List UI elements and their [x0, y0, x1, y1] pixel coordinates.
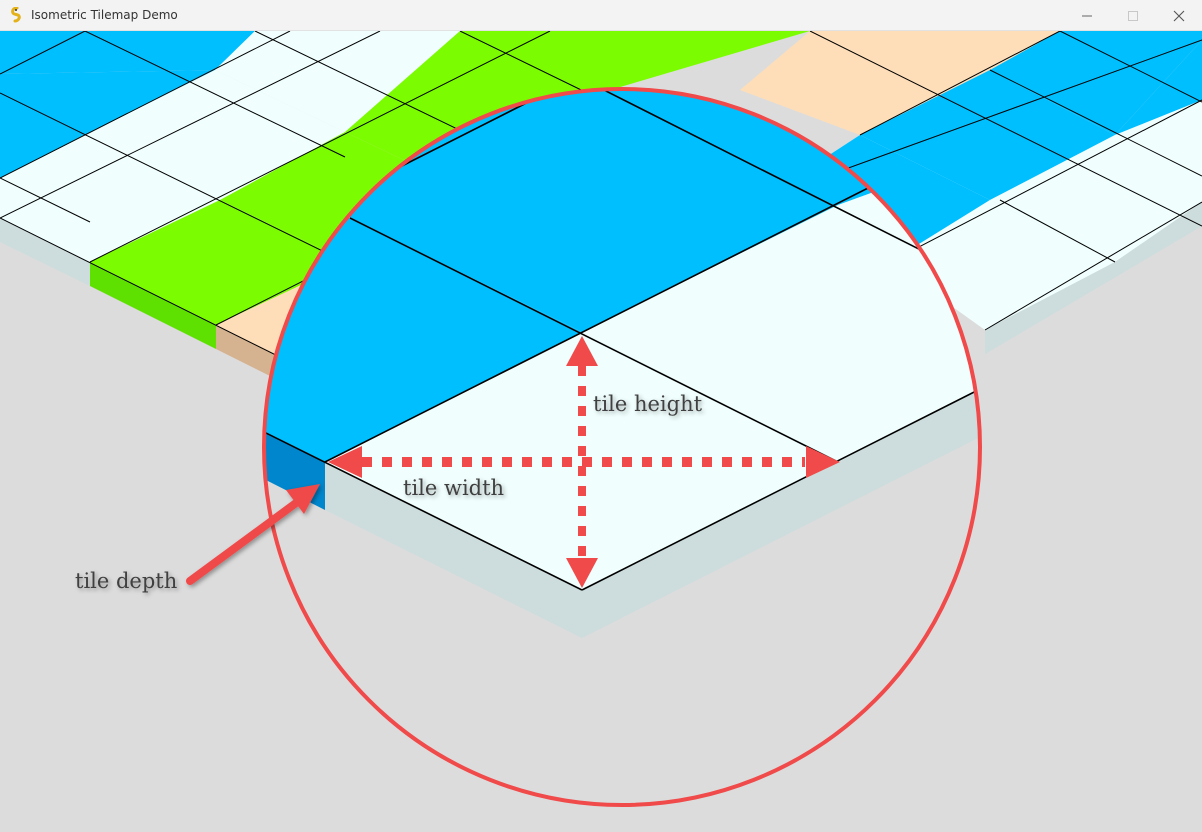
tile: [740, 31, 1060, 135]
arrow-down-icon: [566, 558, 598, 588]
tile: [990, 31, 1202, 135]
label-tile-depth: tile depth: [75, 569, 177, 593]
window-title: Isometric Tilemap Demo: [31, 8, 178, 22]
arrow-up-icon: [566, 336, 598, 366]
label-tile-width: tile width: [403, 476, 504, 500]
tile-side-left-mag: [325, 462, 582, 638]
minimize-icon: [1082, 15, 1092, 16]
tile: [582, 205, 980, 462]
tile: [0, 135, 220, 262]
tile: [264, 218, 582, 462]
tile: [985, 202, 1202, 354]
tile: [215, 31, 460, 132]
magnifier-ring: [262, 87, 982, 807]
arrow-right-icon: [806, 446, 840, 478]
maximize-icon: [1128, 10, 1138, 21]
minimize-button[interactable]: [1064, 0, 1110, 31]
tile: [90, 200, 350, 325]
tile: [0, 31, 255, 74]
tile-grid-lines: [0, 31, 1202, 368]
tile-depth-pointer: [186, 484, 320, 585]
title-bar[interactable]: Isometric Tilemap Demo: [0, 0, 1202, 31]
scene-canvas: tile height tile width tile depth: [0, 31, 1202, 807]
game-viewport[interactable]: tile height tile width tile depth: [0, 31, 1202, 832]
close-icon: [1173, 10, 1185, 21]
tile: [860, 70, 1115, 200]
tile: [990, 100, 1202, 262]
magnifier-content: [264, 89, 980, 805]
tile: [0, 93, 85, 178]
arrow-pointer-icon: [286, 484, 320, 514]
maximize-button[interactable]: [1110, 0, 1156, 31]
pygame-snake-icon: [11, 7, 21, 23]
tile-side-right-mag: [582, 384, 980, 638]
tile-side-green: [90, 262, 216, 349]
tile: [1115, 40, 1202, 135]
label-tile-height: tile height: [593, 392, 703, 416]
tile: [0, 70, 215, 135]
close-button[interactable]: [1156, 0, 1202, 31]
arrow-left-icon: [328, 446, 362, 478]
tile-side-left: [0, 218, 90, 286]
